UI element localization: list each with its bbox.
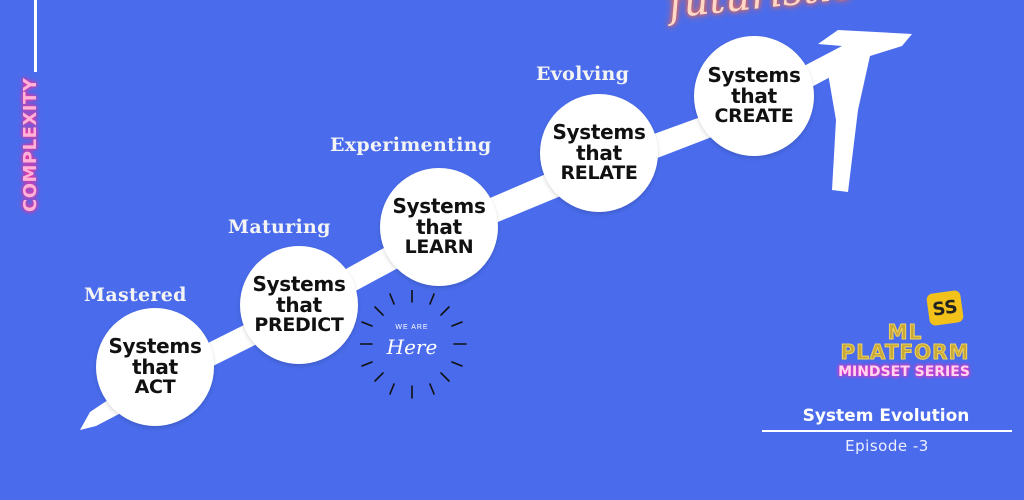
here-text: Here [386, 335, 438, 359]
node-create: Systems that CREATE [694, 36, 814, 156]
ml-platform-title: ML PLATFORM [830, 320, 980, 364]
platform-text: PLATFORM [840, 340, 970, 364]
node-relate: Systems that RELATE [540, 94, 658, 212]
node-act: Systems that ACT [96, 308, 214, 426]
we-are-text: WE ARE [395, 324, 429, 331]
node-create-line2: that [731, 84, 777, 109]
complexity-label: COMPLEXITY [20, 77, 41, 212]
node-relate-line1: Systems [552, 120, 646, 145]
you-are-here-marker: WE ARE Here [359, 289, 470, 400]
axis-line [34, 0, 37, 72]
node-act-line1: Systems [108, 334, 202, 359]
node-relate-line2: that [576, 141, 622, 166]
node-predict-line2: that [276, 293, 322, 318]
mindset-series-text: MINDSET SERIES [838, 364, 970, 380]
node-predict-line1: Systems [252, 272, 346, 297]
node-create-line1: Systems [707, 63, 801, 88]
node-predict-line3: PREDICT [254, 314, 344, 337]
node-act-line3: ACT [134, 376, 176, 399]
stage-label-evolving: Evolving [536, 63, 630, 85]
node-relate-line3: RELATE [560, 162, 638, 185]
stage-label-experimenting: Experimenting [330, 134, 492, 156]
node-learn-line2: that [416, 215, 462, 240]
stage-label-mastered: Mastered [84, 284, 187, 306]
series-logo: SS ML PLATFORM MINDSET SERIES [830, 289, 980, 392]
sunburst-icon [359, 289, 467, 399]
arrow-head [818, 30, 912, 192]
ss-badge-text: SS [931, 295, 959, 321]
node-learn: Systems that LEARN [380, 168, 498, 286]
node-create-line3: CREATE [714, 105, 794, 128]
footer-title: System Evolution [802, 406, 970, 426]
node-act-line2: that [132, 355, 178, 380]
ss-badge-icon: SS [925, 289, 965, 327]
footer-divider [762, 430, 1012, 432]
node-learn-line3: LEARN [404, 236, 474, 259]
node-learn-line1: Systems [392, 194, 486, 219]
ml-text: ML [887, 320, 923, 344]
stage-label-maturing: Maturing [228, 216, 331, 238]
node-predict: Systems that PREDICT [240, 246, 358, 364]
episode-label: Episode -3 [845, 437, 929, 455]
